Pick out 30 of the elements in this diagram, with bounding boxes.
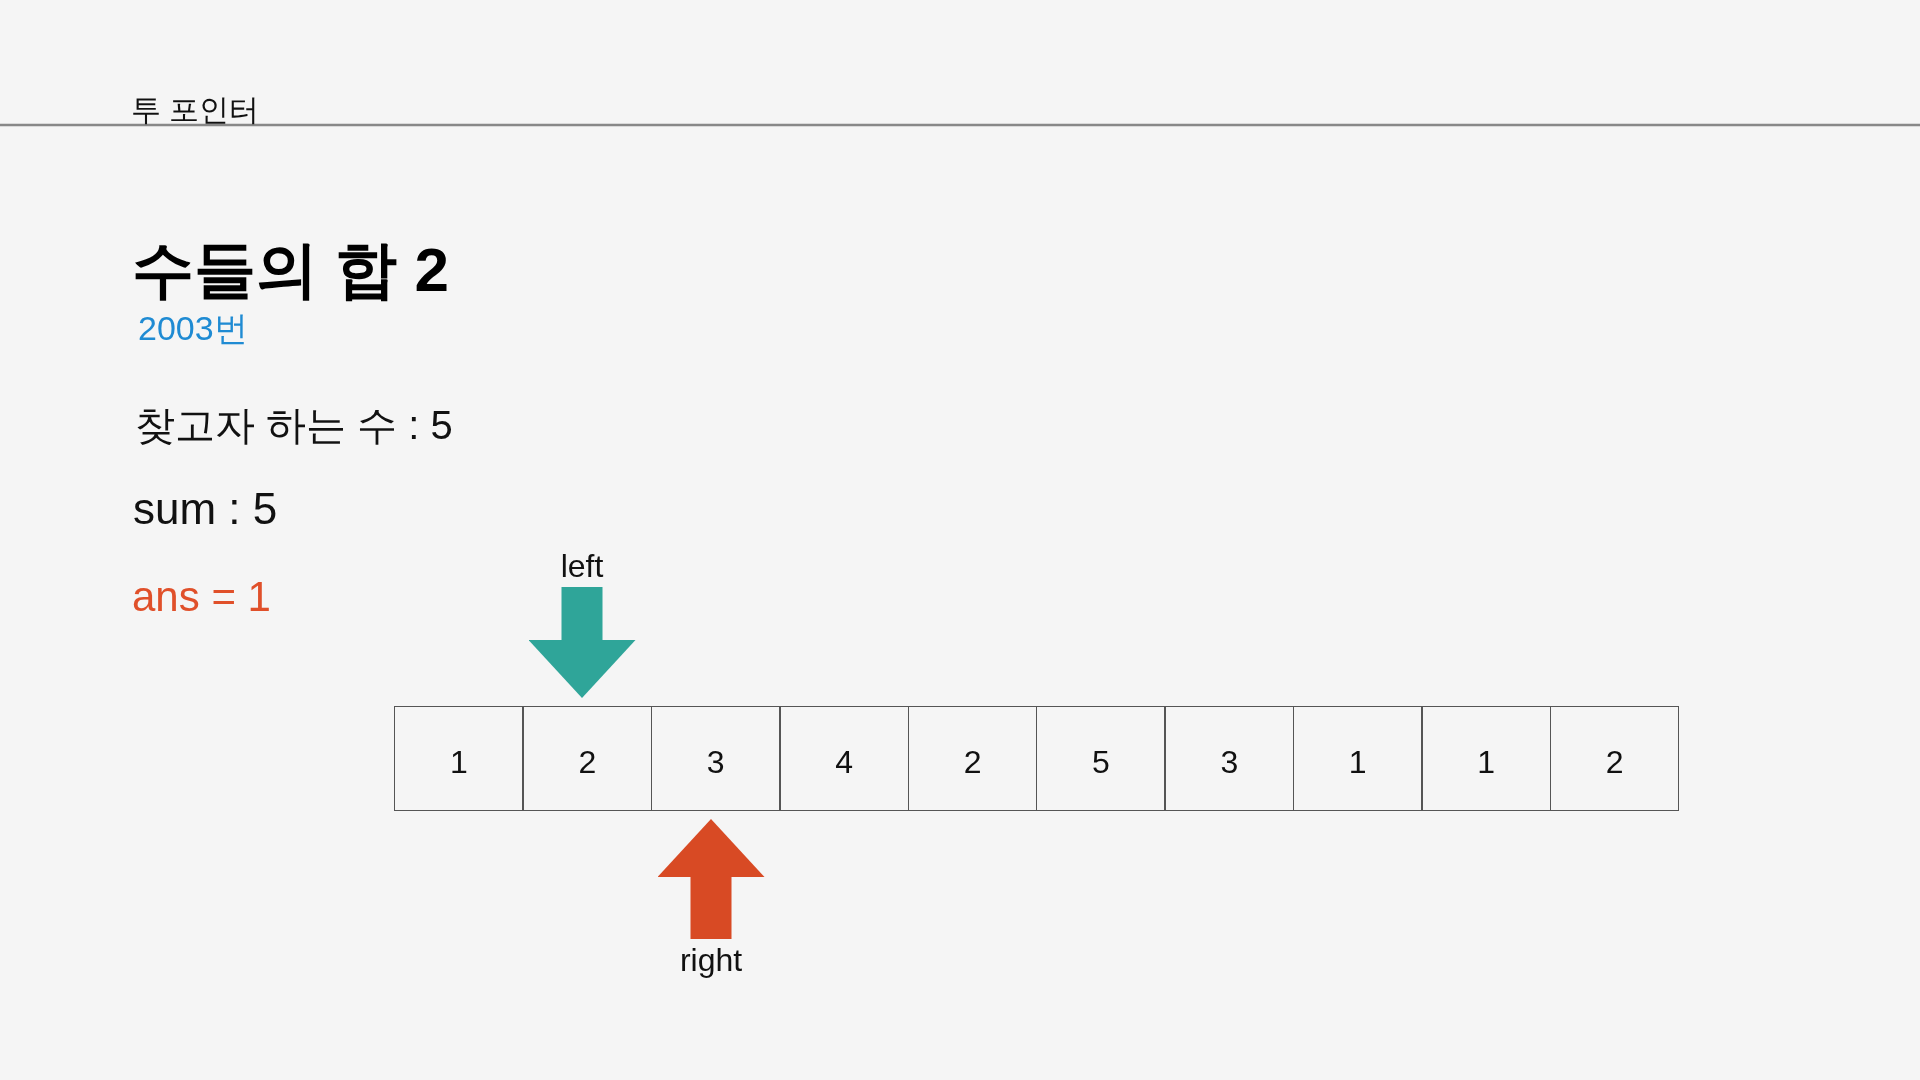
array-cell: [1421, 706, 1552, 811]
block-arrow: [657, 819, 765, 939]
section-header: 투 포인터: [131, 92, 260, 129]
cell-value: 2: [963, 744, 982, 781]
cell-value: 1: [1477, 744, 1496, 781]
cell-value: 3: [706, 744, 725, 781]
array-cell: [522, 706, 653, 811]
cell-value: 1: [1348, 744, 1367, 781]
array-cell: [1036, 706, 1166, 811]
block-arrow: [528, 587, 636, 698]
array-cell: [394, 706, 524, 811]
problem-number: 2003번: [138, 308, 248, 350]
cell-value: 2: [578, 744, 597, 781]
array-cell: [1549, 706, 1680, 811]
cell-value: 4: [835, 744, 854, 781]
array-cell: [907, 706, 1038, 811]
array-cell: [779, 706, 910, 811]
pointer-label: right: [679, 941, 743, 979]
array-cell: [1164, 706, 1295, 811]
slide-title: 수들의 합 2: [132, 234, 449, 307]
cell-value: 1: [450, 744, 468, 781]
array-cell: [650, 706, 781, 811]
cell-value: 2: [1605, 744, 1624, 781]
array-cell: [1292, 706, 1423, 811]
answer-text: ans = 1: [132, 571, 271, 622]
cell-value: 5: [1092, 744, 1110, 781]
sum-text: sum : 5: [133, 483, 278, 536]
target-value-text: 찾고자 하는 수 : 5: [135, 401, 453, 449]
pointer-label: left: [560, 547, 604, 585]
cell-value: 3: [1220, 744, 1239, 781]
